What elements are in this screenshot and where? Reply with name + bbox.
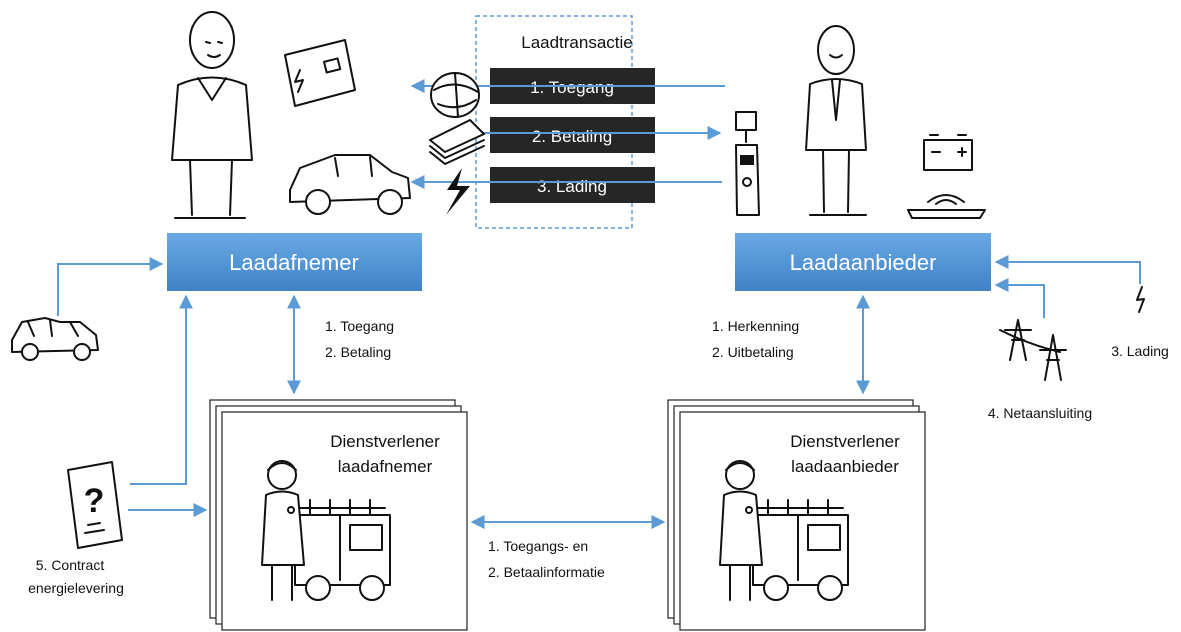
charging-station-icon xyxy=(735,111,760,216)
consumer-list-item-1: 1. Toegang xyxy=(325,318,394,334)
exchange-line2: 2. Betaalinformatie xyxy=(488,564,605,580)
consumer-car-icon xyxy=(289,154,411,215)
contract-line1: 5. Contract xyxy=(36,557,105,573)
transaction-step-payment-label: 2. Betaling xyxy=(532,127,612,146)
provider-title: Laadaanbieder xyxy=(790,250,937,275)
arrow-grid-provider xyxy=(994,278,1045,318)
contract-document-icon: ? xyxy=(67,461,123,549)
small-car-icon xyxy=(11,317,99,361)
lightning-icon xyxy=(446,168,470,215)
service-provider-line1: Dienstverlener xyxy=(790,432,900,451)
consumer-list-item-2: 2. Betaling xyxy=(325,344,391,360)
access-globe-icon xyxy=(430,72,480,118)
contract-line2: energielevering xyxy=(28,580,124,596)
service-consumer-line1: Dienstverlener xyxy=(330,432,440,451)
mechanic-with-van-icon-provider xyxy=(719,460,849,601)
grid-label: 4. Netaansluiting xyxy=(988,405,1092,421)
consumer-box: Laadafnemer xyxy=(167,233,422,291)
exchange-line1: 1. Toegangs- en xyxy=(488,538,588,554)
provider-box: Laadaanbieder xyxy=(735,233,991,291)
arrow-charge-provider xyxy=(994,255,1141,284)
service-consumer-line2: laadafnemer xyxy=(338,457,433,476)
mechanic-with-van-icon xyxy=(261,460,391,601)
provider-list-item-1: 1. Herkenning xyxy=(712,318,799,334)
transaction-step-charge-label: 3. Lading xyxy=(537,177,607,196)
lightning-small-icon xyxy=(1136,286,1145,313)
power-pylon-icon xyxy=(999,319,1067,381)
service-provider-card: Dienstverlener laadaanbieder xyxy=(667,399,926,631)
provider-person-icon xyxy=(805,25,867,216)
arrow-car-consumer xyxy=(57,257,164,316)
contract-symbol: ? xyxy=(84,482,105,520)
transaction-step-payment: 2. Betaling xyxy=(490,117,655,153)
provider-list-item-2: 2. Uitbetaling xyxy=(712,344,794,360)
wireless-charging-pad-icon xyxy=(907,194,986,219)
battery-icon xyxy=(923,134,973,171)
transaction-title: Laadtransactie xyxy=(521,33,633,52)
consumer-person-icon xyxy=(171,11,253,219)
arrow-contract-consumer xyxy=(130,294,193,485)
service-provider-line2: laadaanbieder xyxy=(791,457,899,476)
charge-card-icon xyxy=(284,39,356,107)
transaction-step-access-label: 1. Toegang xyxy=(530,78,614,97)
consumer-title: Laadafnemer xyxy=(229,250,359,275)
money-stack-icon xyxy=(429,119,485,165)
transaction-step-charge: 3. Lading xyxy=(490,167,655,203)
charge-label: 3. Lading xyxy=(1111,343,1169,359)
